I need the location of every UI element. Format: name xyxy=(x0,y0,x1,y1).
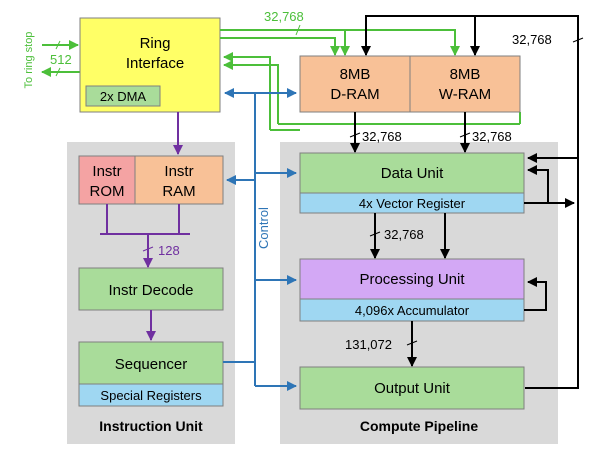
instr-decode-box xyxy=(78,267,224,311)
ring-interface-label-2: Interface xyxy=(126,55,184,72)
instr-ram-label-2: RAM xyxy=(162,183,195,200)
right-bus-slash xyxy=(572,37,584,43)
vector-register-label: 4x Vector Register xyxy=(359,196,466,211)
sequencer-label: Sequencer xyxy=(115,356,188,373)
dma-box xyxy=(85,85,161,107)
special-registers-label: Special Registers xyxy=(100,388,202,403)
data-to-proc-width-label: 32,768 xyxy=(384,227,424,242)
wram-box xyxy=(409,55,521,113)
to-ring-stop-label: To ring stop xyxy=(23,32,35,89)
sequencer-box xyxy=(78,341,224,385)
instr-bus-width-label: 128 xyxy=(158,243,180,258)
dram-box xyxy=(299,55,411,113)
data-to-proc-slash xyxy=(369,231,381,237)
dma-label: 2x DMA xyxy=(100,89,147,104)
instruction-unit-title: Instruction Unit xyxy=(99,418,203,434)
instr-decode-label: Instr Decode xyxy=(108,282,193,299)
top-bus-slash xyxy=(295,24,301,36)
wram-bus-slash xyxy=(459,132,471,138)
dram-bus-slash xyxy=(349,132,361,138)
data-unit-label: Data Unit xyxy=(381,165,444,182)
output-to-memory-bus xyxy=(361,15,579,389)
control-label: Control xyxy=(256,207,271,249)
special-registers-box xyxy=(78,383,224,407)
ring-to-dram-bus-2 xyxy=(220,37,340,56)
instr-ram-box xyxy=(134,155,224,205)
dram-label-1: 8MB xyxy=(340,66,371,83)
ring-interface-label-1: Ring xyxy=(140,35,171,52)
wram-label-1: 8MB xyxy=(450,66,481,83)
ring-to-wram-bus xyxy=(220,29,460,56)
vector-to-ring-bus xyxy=(223,60,279,124)
data-unit-box xyxy=(299,152,525,194)
processing-unit-box xyxy=(299,258,525,300)
instr-rom-label-1: Instr xyxy=(92,163,121,180)
instr-rom-label-2: ROM xyxy=(90,183,125,200)
ring-to-dram-bus xyxy=(220,29,350,56)
compute-pipeline-title: Compute Pipeline xyxy=(360,418,478,434)
wram-bus-width-label: 32,768 xyxy=(472,129,512,144)
instr-rom-box xyxy=(78,155,136,205)
top-bus-width-label: 32,768 xyxy=(264,9,304,24)
data-unit-to-ring-bus xyxy=(223,52,271,130)
ring-stop-width-label: 512 xyxy=(50,52,72,67)
accumulator-feedback-loop xyxy=(524,277,547,311)
ring-stop-slash-2 xyxy=(55,67,61,77)
proc-to-output-width-label: 131,072 xyxy=(345,337,392,352)
output-unit-label: Output Unit xyxy=(374,380,451,397)
right-bus-width-label: 32,768 xyxy=(512,32,552,47)
instr-ram-label-1: Instr xyxy=(164,163,193,180)
output-unit-box xyxy=(299,366,525,410)
proc-to-output-slash xyxy=(406,340,418,346)
instr-bus-slash xyxy=(142,246,154,252)
dram-label-2: D-RAM xyxy=(330,86,379,103)
processing-unit-label: Processing Unit xyxy=(359,271,465,288)
accumulator-label: 4,096x Accumulator xyxy=(355,303,470,318)
wram-label-2: W-RAM xyxy=(439,86,491,103)
dram-bus-width-label: 32,768 xyxy=(362,129,402,144)
ring-stop-slash-1 xyxy=(55,40,61,50)
